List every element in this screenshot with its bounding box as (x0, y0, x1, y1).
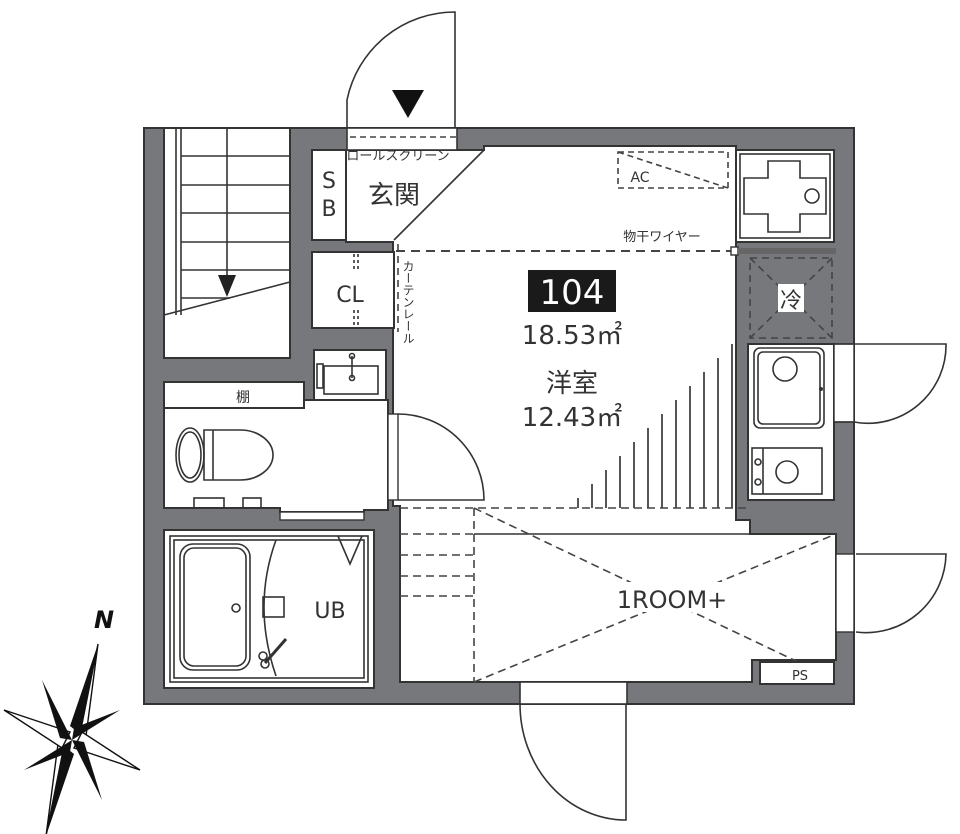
closet-label: CL (336, 283, 364, 308)
laundry-wire-label: 物干ワイヤー (623, 230, 701, 245)
entry-door-opening (346, 127, 458, 151)
pipe-space-label: PS (792, 669, 808, 684)
ac-unit (617, 151, 729, 189)
refrigerator-label: 冷 (780, 289, 802, 314)
closet (311, 251, 395, 329)
loft-label: 1ROOM+ (617, 586, 728, 614)
shoe-box (311, 149, 347, 241)
sink-drain-icon (772, 356, 798, 382)
stair-treads (163, 128, 291, 316)
refrigerator-space (749, 257, 833, 339)
toilet-room (163, 399, 389, 513)
entrance-step-line (393, 149, 485, 241)
loft-side-door[interactable] (855, 553, 947, 634)
washer-drum-icon (743, 160, 827, 233)
toilet-bowl (203, 429, 274, 481)
toilet-door-swing[interactable] (397, 413, 485, 501)
entrance-label: 玄関 (368, 181, 420, 211)
roll-screen-label: ロールスクリーン (346, 149, 449, 164)
unit-number-badge (528, 270, 616, 312)
kitchen-sink (753, 347, 825, 429)
curtain-rail-label: カーテンレール (401, 260, 415, 344)
washbasin (323, 365, 379, 395)
kitchen-side-door[interactable] (834, 343, 947, 425)
entrance-arrow-icon (392, 90, 424, 118)
bathtub (179, 543, 251, 671)
bottom-door-swing[interactable] (519, 703, 627, 821)
stair-direction-arrow-icon (218, 275, 236, 297)
compass-north-label: N (94, 606, 114, 634)
ac-label: AC (630, 170, 649, 186)
shoe-box-label-b: B (321, 197, 336, 222)
entry-door-swing[interactable] (346, 11, 456, 128)
shelf (163, 381, 305, 409)
shelf-label: 棚 (236, 390, 250, 406)
main-room-label: 洋室 (546, 369, 598, 399)
bath-label: UB (314, 599, 345, 624)
kitchen-counter (747, 343, 835, 501)
loft-ladder (577, 344, 733, 508)
total-area: 18.53㎡ (522, 321, 622, 351)
stove-burner-icon (775, 460, 799, 484)
bath-door-curve (263, 539, 277, 677)
shoe-box-label-s: S (322, 169, 336, 194)
stove (751, 447, 823, 495)
shower-head-icon (263, 638, 288, 664)
compass-rose-icon (3, 643, 141, 834)
washing-machine (735, 149, 835, 243)
pipe-space (759, 661, 835, 685)
unit-number: 104 (540, 273, 605, 313)
main-room-area: 12.43㎡ (522, 403, 622, 433)
